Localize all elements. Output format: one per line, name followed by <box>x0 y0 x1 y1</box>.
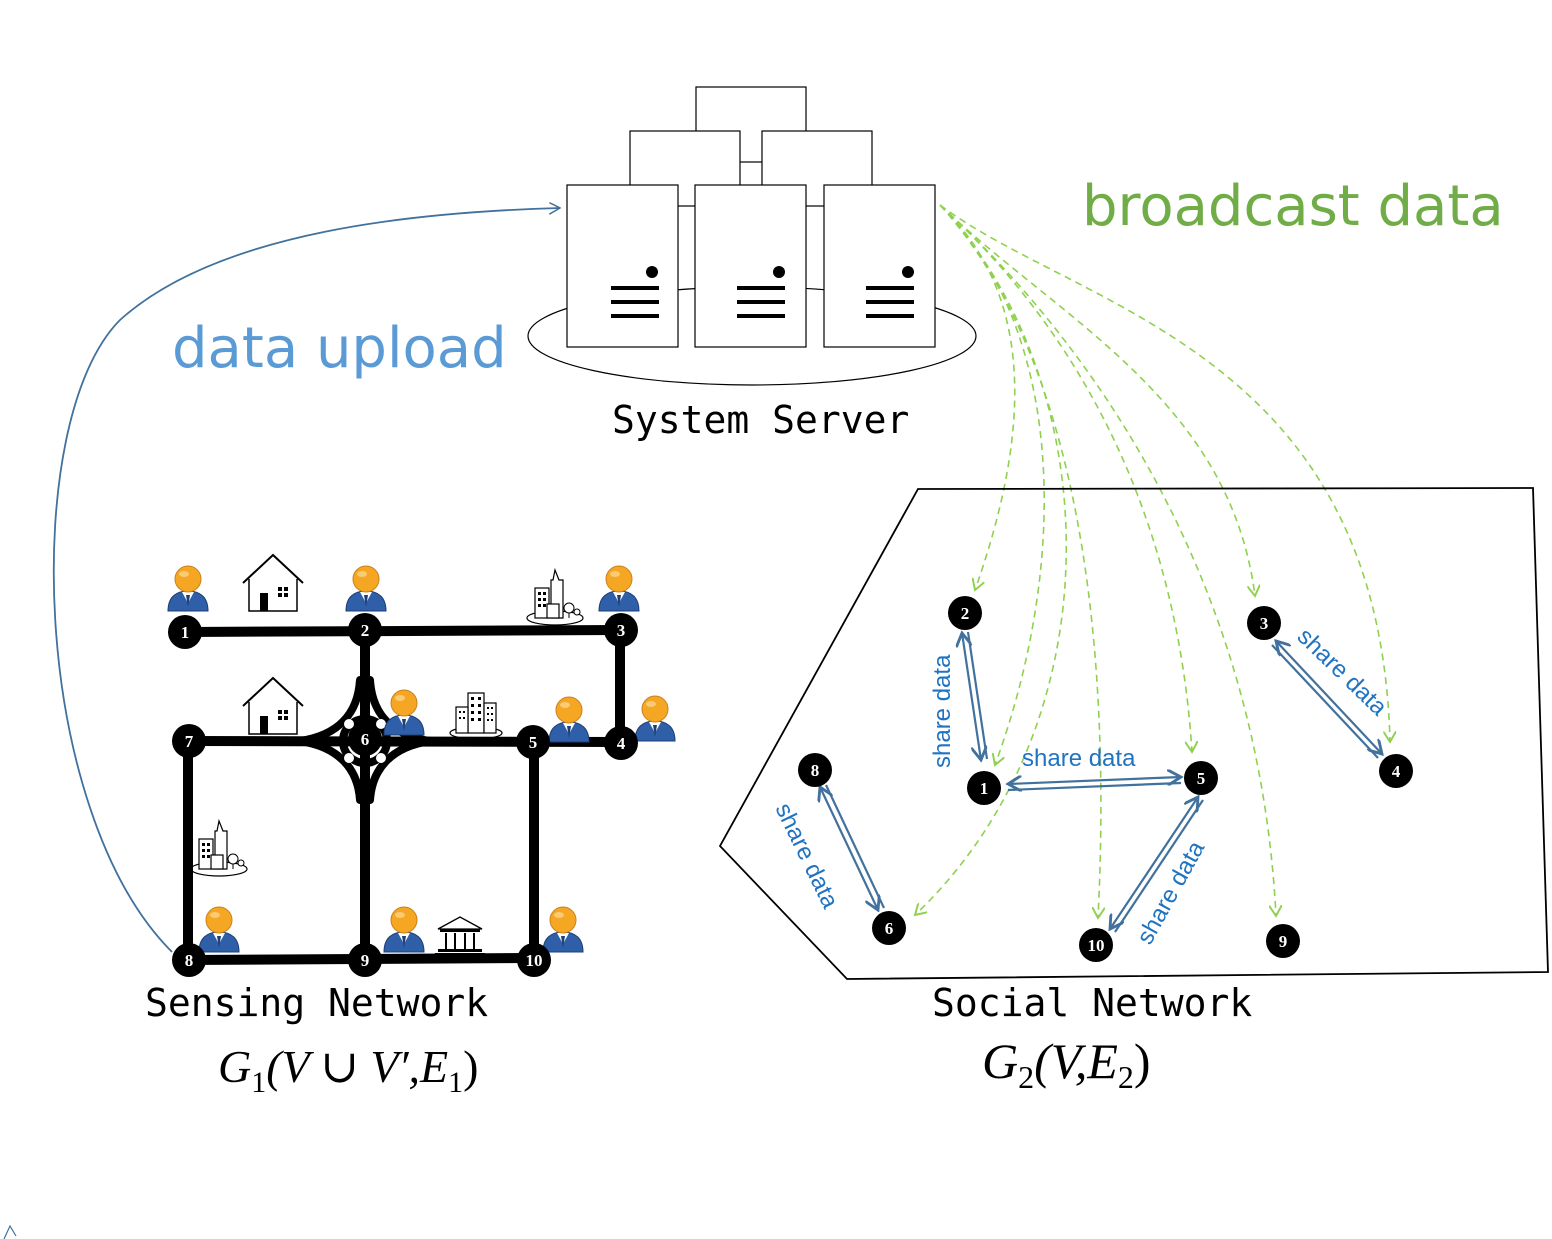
server-unit-3 <box>823 184 936 348</box>
broadcast-arrow-to-3 <box>939 204 1255 596</box>
data-upload-label: data upload <box>172 316 507 381</box>
svg-text:8: 8 <box>811 761 820 780</box>
social-node: 3 <box>1247 606 1281 640</box>
social-node: 10 <box>1079 928 1113 962</box>
system-server: System Server <box>527 86 977 442</box>
share-edge-1-5 <box>1008 777 1181 790</box>
corner-mark <box>3 1224 17 1239</box>
sensing-network-formula: G1(V ∪ V′,E1) <box>218 1041 478 1099</box>
sensing-node: 1 <box>168 615 202 649</box>
social-node: 9 <box>1266 924 1300 958</box>
person-icon <box>542 906 584 953</box>
sensing-node: 5 <box>516 725 550 759</box>
svg-text:9: 9 <box>361 951 370 970</box>
social-nodes: 1 2 3 4 5 6 8 9 10 <box>798 596 1413 962</box>
person-icon <box>383 689 425 736</box>
svg-text:3: 3 <box>1260 614 1269 633</box>
social-network: share data share data share data share d… <box>718 487 1549 1095</box>
svg-text:2: 2 <box>361 621 370 640</box>
office-building-icon <box>449 692 503 740</box>
sensing-node: 4 <box>604 726 638 760</box>
share-data-label-5-10: share data <box>1132 836 1211 949</box>
sensing-network: 1 2 3 4 5 6 7 8 9 10 Sensing Network G1(… <box>145 554 676 1099</box>
svg-text:6: 6 <box>361 730 370 749</box>
roundabout-center <box>344 719 386 763</box>
svg-text:4: 4 <box>1392 762 1401 781</box>
social-node: 2 <box>948 596 982 630</box>
sensing-node: 9 <box>348 943 382 977</box>
share-data-label-1-5: share data <box>1022 745 1136 772</box>
sensing-node: 6 <box>348 722 382 756</box>
person-icon <box>548 696 590 743</box>
person-icon <box>198 906 240 953</box>
bank-icon <box>434 916 486 956</box>
svg-text:3: 3 <box>617 621 626 640</box>
broadcast-data-label: broadcast data <box>1082 174 1504 239</box>
social-node: 4 <box>1379 754 1413 788</box>
person-icon <box>383 906 425 953</box>
broadcast-arrow-to-6 <box>915 204 1068 915</box>
sensing-nodes: 1 2 3 4 5 6 7 8 9 10 <box>168 613 638 977</box>
svg-text:8: 8 <box>185 951 194 970</box>
svg-text:5: 5 <box>1197 769 1206 788</box>
social-node: 8 <box>798 753 832 787</box>
broadcast-arrow-to-4 <box>939 204 1390 742</box>
share-edges <box>820 632 1382 933</box>
social-network-boundary <box>718 487 1549 980</box>
social-node: 1 <box>967 771 1001 805</box>
person-icon <box>167 565 209 612</box>
city-icon <box>190 820 248 877</box>
broadcast-arrow-to-10 <box>939 204 1101 918</box>
social-node: 6 <box>872 911 906 945</box>
server-unit-1 <box>566 184 679 348</box>
svg-text:10: 10 <box>1088 936 1105 955</box>
house-icon <box>242 677 304 735</box>
social-network-title: Social Network <box>932 981 1252 1025</box>
broadcast-arrow-to-2 <box>939 204 1016 590</box>
share-data-label-2-1: share data <box>929 654 956 768</box>
share-edge-5-10 <box>1110 797 1204 933</box>
social-node: 5 <box>1184 761 1218 795</box>
share-edge-2-1 <box>962 632 987 760</box>
share-edge-8-6 <box>820 785 885 910</box>
sensing-node: 7 <box>172 724 206 758</box>
broadcast-arrows <box>915 204 1390 918</box>
broadcast-arrow-to-9 <box>939 204 1276 916</box>
svg-text:5: 5 <box>529 733 538 752</box>
svg-text:2: 2 <box>961 604 970 623</box>
upload-arrow <box>52 208 560 953</box>
svg-text:1: 1 <box>980 779 989 798</box>
share-edge-3-4 <box>1271 641 1382 759</box>
person-icon <box>345 565 387 612</box>
svg-text:6: 6 <box>885 919 894 938</box>
social-network-formula: G2(V,E2) <box>982 1033 1151 1095</box>
sensing-node: 8 <box>172 943 206 977</box>
person-icon <box>634 695 676 742</box>
city-icon <box>526 569 584 626</box>
svg-text:1: 1 <box>181 623 190 642</box>
server-unit-2 <box>694 184 807 348</box>
sensing-node: 10 <box>517 943 551 977</box>
share-data-label-3-4: share data <box>1292 623 1393 722</box>
person-icon <box>598 565 640 612</box>
sensing-node: 2 <box>348 613 382 647</box>
sensing-network-title: Sensing Network <box>145 981 488 1025</box>
server-label: System Server <box>612 398 909 442</box>
svg-text:7: 7 <box>185 732 194 751</box>
svg-text:4: 4 <box>617 734 626 753</box>
house-icon <box>242 554 304 612</box>
sensing-node: 3 <box>604 613 638 647</box>
svg-text:9: 9 <box>1279 932 1288 951</box>
svg-text:10: 10 <box>526 951 543 970</box>
